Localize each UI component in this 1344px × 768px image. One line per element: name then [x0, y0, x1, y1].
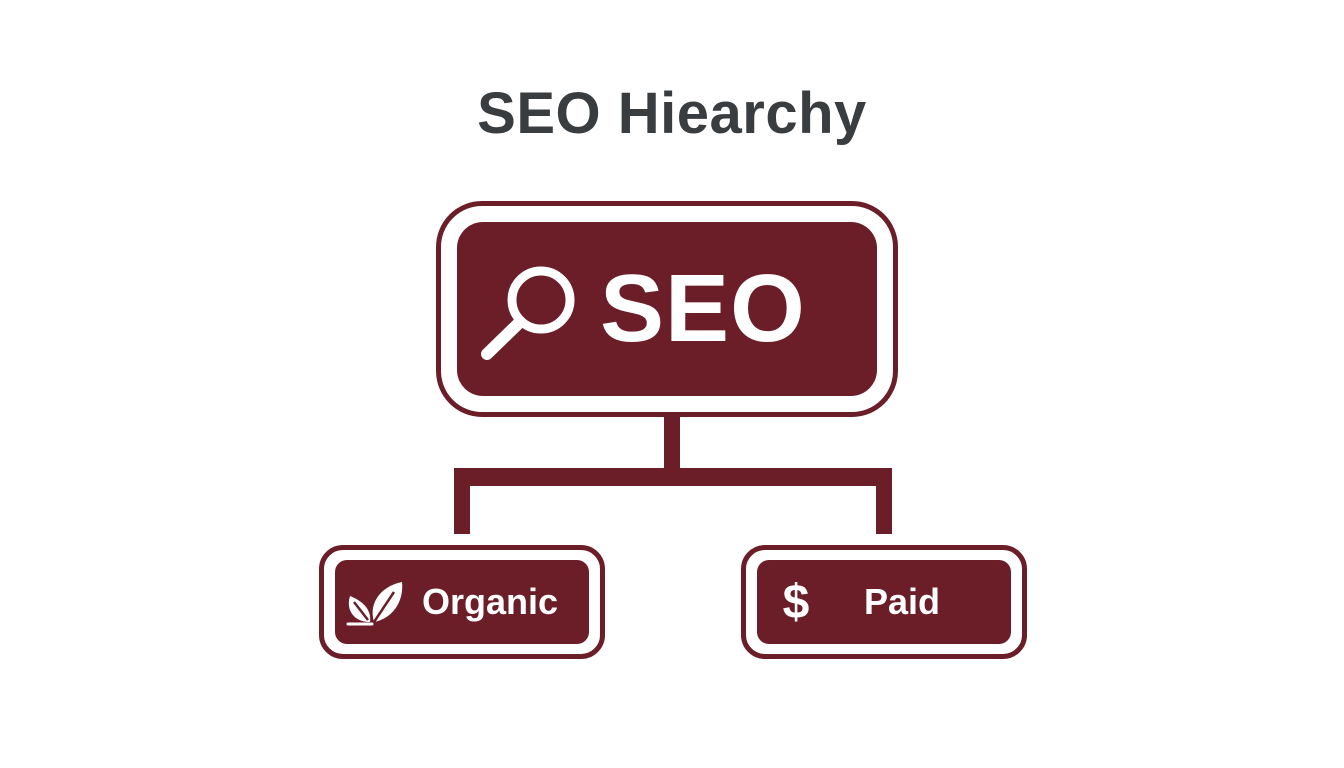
dollar-icon: $ — [782, 576, 810, 629]
seo-node-label: SEO — [600, 255, 806, 362]
leaf-icon — [346, 582, 403, 626]
seo-node — [457, 222, 877, 396]
diagram-title: SEO Hiearchy — [477, 81, 867, 146]
search-icon — [481, 266, 575, 360]
paid-node-label: Paid — [864, 581, 941, 622]
organic-node-label: Organic — [422, 581, 559, 622]
paid-node — [757, 560, 1011, 644]
